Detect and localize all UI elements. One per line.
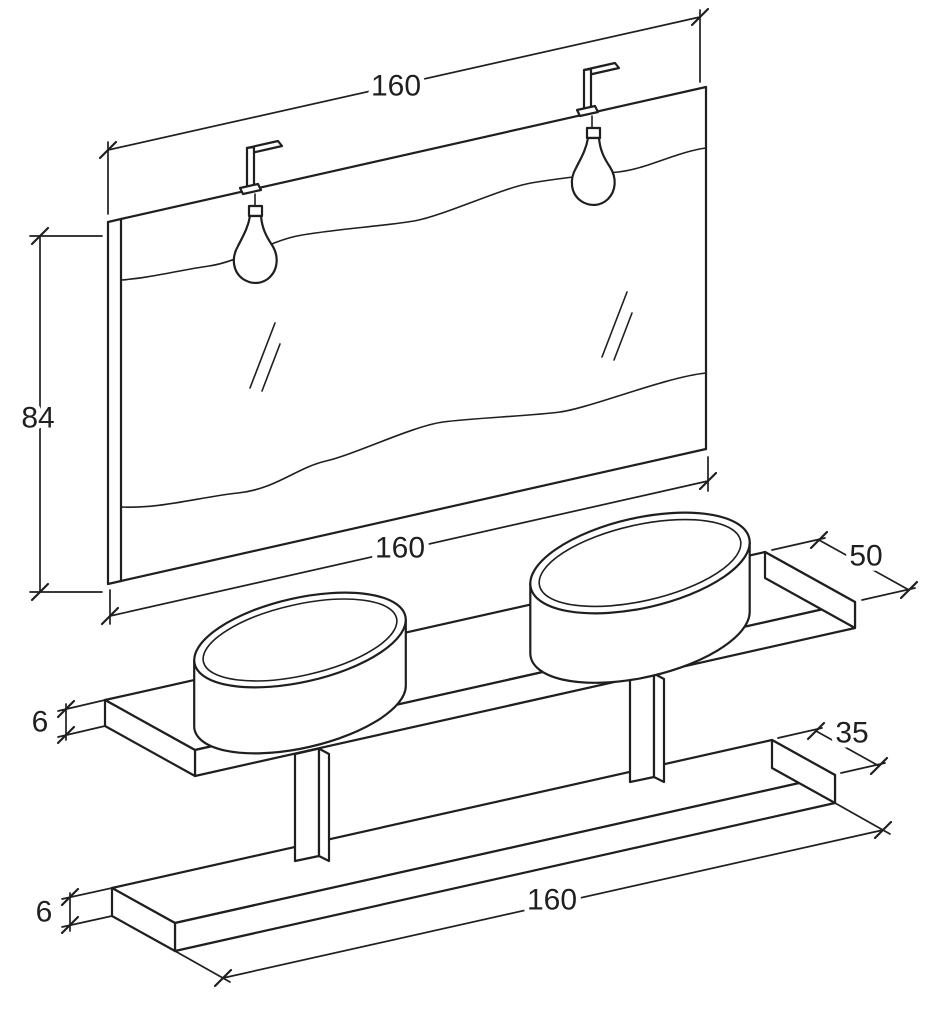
lamp-right	[570, 61, 621, 206]
sink-rim-inner	[538, 518, 742, 608]
dimension-tick	[690, 7, 710, 27]
lamp-bracket-foot	[238, 182, 263, 196]
dim-counter-thickness: 6	[27, 699, 106, 745]
mirror-corner-bottom-left	[106, 579, 123, 586]
dimension-tick	[809, 530, 829, 550]
dim-label-counter-depth: 50	[849, 540, 882, 573]
dim-counter-depth: 50	[771, 530, 919, 601]
dimension-tick	[60, 887, 80, 907]
dimension-line	[818, 539, 910, 591]
dimension-tick	[56, 725, 76, 745]
countertop-left-end	[103, 698, 197, 778]
dimension-line	[222, 829, 884, 979]
dim-label-lower-shelf-width: 160	[527, 884, 577, 917]
mirror	[106, 85, 708, 586]
sink-left	[193, 591, 407, 755]
mirror-bottom-edge	[119, 447, 708, 583]
dimension-tick	[60, 915, 80, 935]
dim-label-counter-width: 160	[375, 532, 425, 565]
post-right-front	[628, 672, 656, 784]
sink-rim-outer	[193, 591, 407, 689]
lamp-bracket-foot	[575, 104, 600, 118]
extension-line	[861, 587, 916, 601]
dimension-tick	[56, 699, 76, 719]
dim-label-counter-thickness: 6	[32, 706, 49, 739]
dim-counter-width: 160	[100, 456, 718, 626]
dimension-tick	[873, 820, 893, 840]
dimension-tick	[100, 606, 120, 626]
post-left-side	[317, 747, 331, 863]
dim-label-mirror-width: 160	[371, 70, 421, 103]
reflection-mark	[249, 322, 276, 389]
dimension-tick	[698, 471, 718, 491]
dimension-tick	[213, 968, 233, 988]
dimension-tick	[98, 140, 118, 160]
lamp-socket	[247, 204, 264, 218]
dim-lower-shelf-width: 160	[174, 802, 893, 988]
sink-rim-inner	[202, 598, 398, 682]
dim-mirror-height: 84	[16, 226, 103, 602]
dimension-tick	[30, 226, 50, 246]
mirror-corner-top-left	[106, 217, 123, 224]
reflection-mark	[601, 291, 628, 358]
dim-label-lower-shelf-depth: 35	[835, 717, 868, 750]
dim-lower-shelf-thickness: 6	[31, 887, 113, 935]
extension-line	[834, 802, 891, 835]
dimension-tick	[30, 582, 50, 602]
lamp-left	[232, 139, 284, 284]
dim-label-lower-shelf-thickness: 6	[36, 896, 53, 929]
mirror-top-edge	[119, 85, 708, 221]
bottom-shelf	[110, 738, 837, 953]
extension-line	[777, 727, 823, 739]
dimension-line	[815, 730, 880, 767]
mirror-top-band-wave	[120, 147, 707, 281]
dim-mirror-width: 160	[98, 7, 710, 215]
dimension-tick	[899, 580, 919, 600]
reflection-mark	[261, 343, 281, 392]
light-bulb-icon	[570, 136, 616, 206]
support-posts	[293, 672, 666, 863]
sink-right	[529, 511, 751, 684]
mirror-bottom-band-wave	[120, 372, 707, 509]
light-bulb-icon	[232, 214, 278, 284]
dimension-tick	[869, 756, 889, 776]
dim-lower-shelf-depth: 35	[777, 712, 889, 776]
lamp-socket	[585, 126, 602, 140]
extension-line	[174, 950, 231, 983]
dimension-line	[109, 480, 709, 617]
reflection-mark	[613, 312, 633, 361]
sink-rim-outer	[529, 511, 751, 615]
mirror-reflection-marks	[249, 291, 633, 392]
countertop-right-end	[763, 550, 857, 630]
post-right-side	[652, 672, 666, 784]
extension-line	[771, 537, 826, 551]
post-left-front	[293, 747, 321, 863]
dim-label-mirror-height: 84	[21, 402, 54, 435]
dimension-line	[107, 16, 701, 151]
dimension-tick	[806, 721, 826, 741]
